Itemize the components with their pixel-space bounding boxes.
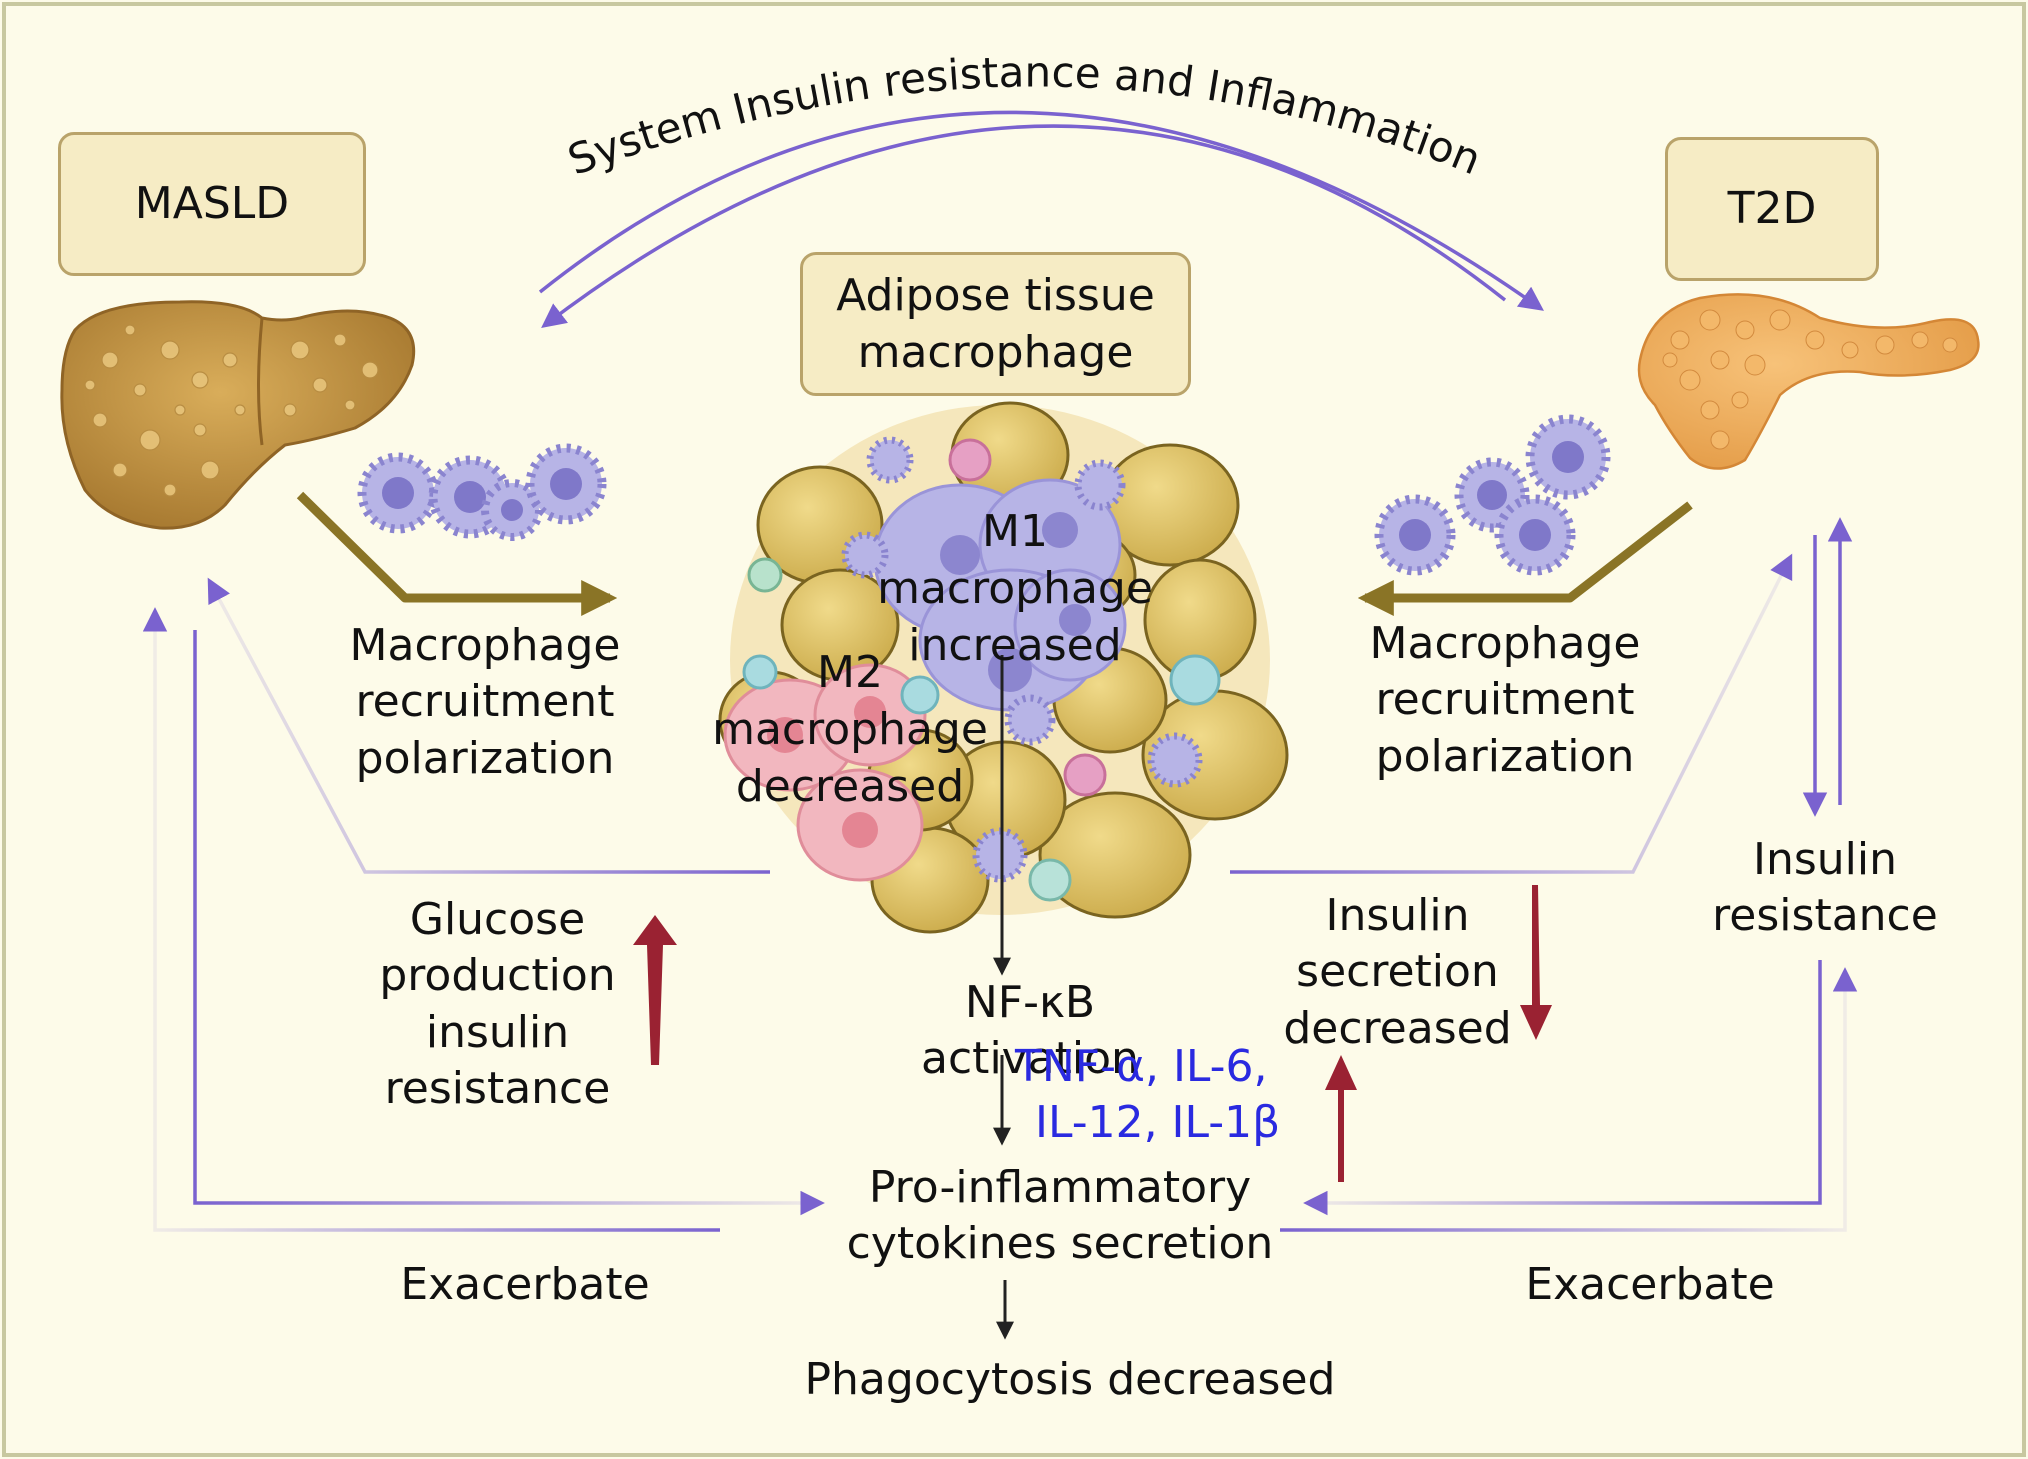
insulin-secretion-label: Insulin secretion decreased [1265, 888, 1530, 1057]
adipose-label-line2: macrophage [857, 327, 1134, 378]
m2-line2: macrophage [712, 704, 988, 756]
exacerbate-right-label: Exacerbate [1505, 1257, 1795, 1313]
left-recruit-line2: recruitment [355, 676, 615, 728]
m2-line1: M2 [817, 647, 883, 698]
macrophage-cluster-left [357, 443, 607, 541]
glucose-line4: resistance [384, 1062, 611, 1114]
masld-box: MASLD [58, 132, 366, 276]
left-exacerbate-arrow-outer [142, 607, 720, 1232]
right-recruit-line1: Macrophage [1369, 618, 1641, 669]
right-exacerbate-arrow-inner [1303, 960, 1822, 1216]
glucose-production-label: Glucose production insulin resistance [355, 892, 640, 1117]
glucose-up-arrow [633, 915, 677, 1065]
insulin-secretion-line3: decreased [1283, 1002, 1512, 1054]
recruit-arrow-right [1357, 501, 1693, 616]
right-diagonal-arrow [1230, 553, 1793, 874]
proinflam-line2: cytokines secretion [846, 1218, 1274, 1270]
glucose-line3: insulin [425, 1006, 570, 1058]
m1-label: M1 macrophage increased [860, 503, 1170, 675]
left-recruit-line3: polarization [355, 732, 615, 784]
cytokine-line2: IL-12, IL-1β [1035, 1097, 1281, 1149]
m2-label: M2 macrophage decreased [700, 644, 1000, 816]
proinflammatory-label: Pro-inflammatory cytokines secretion [840, 1160, 1280, 1273]
left-recruitment-label: Macrophage recruitment polarization [330, 618, 640, 787]
top-arc-left-arrow [541, 124, 1507, 328]
liver-illustration [60, 300, 416, 530]
macrophage-cluster-right [1374, 414, 1611, 576]
m1-line1: M1 [982, 506, 1048, 557]
nfkb-text: NF-κB activation [921, 977, 1139, 1085]
insulin-resistance-line1: Insulin [1752, 834, 1897, 885]
right-recruitment-label: Macrophage recruitment polarization [1350, 616, 1660, 785]
left-exacerbate-arrow-inner [193, 630, 825, 1216]
cytokine-list: TNF-α, IL-6, IL-12, IL-1β [1015, 1039, 1285, 1152]
right-exacerbate-arrow-outer [1280, 967, 1858, 1232]
left-recruit-line1: Macrophage [349, 620, 621, 671]
recruit-arrow-left [296, 491, 618, 616]
m1-line2: macrophage [877, 563, 1153, 615]
proinflam-line1: Pro-inflammatory [868, 1162, 1252, 1213]
exacerbate-right-text: Exacerbate [1525, 1259, 1775, 1310]
t2d-label: T2D [1727, 183, 1817, 235]
phago-text: Phagocytosis decreased [804, 1354, 1336, 1405]
m2-line3: decreased [735, 761, 965, 813]
cytokine-line1: TNF-α, IL-6, [1015, 1041, 1268, 1092]
t2d-box: T2D [1665, 137, 1879, 281]
right-recruit-line3: polarization [1375, 730, 1635, 782]
insulin-secretion-down-arrow [1520, 885, 1552, 1040]
right-recruit-line2: recruitment [1375, 674, 1635, 726]
insulin-secretion-line1: Insulin [1325, 890, 1470, 941]
glucose-line1: Glucose [409, 894, 586, 945]
m1-line3: increased [908, 620, 1122, 672]
adipose-macrophage-box: Adipose tissue macrophage [800, 252, 1191, 396]
exacerbate-left-text: Exacerbate [400, 1259, 650, 1310]
adipose-tissue-cluster [718, 401, 1289, 934]
top-arc-right-arrow [538, 110, 1544, 311]
insulin-resistance-line2: resistance [1712, 890, 1938, 942]
exacerbate-left-label: Exacerbate [380, 1257, 670, 1313]
proinflam-up-arrow [1325, 1055, 1357, 1182]
nfkb-activation-label: NF-κB activation [850, 975, 1210, 1088]
pancreas-illustration [1637, 293, 1980, 470]
left-diagonal-arrow [207, 577, 770, 874]
insulin-secretion-line2: secretion [1296, 946, 1499, 998]
masld-label: MASLD [134, 178, 290, 230]
phagocytosis-label: Phagocytosis decreased [800, 1352, 1340, 1408]
adipose-label-line1: Adipose tissue [836, 269, 1155, 321]
insulin-resistance-label: Insulin resistance [1690, 832, 1960, 945]
glucose-line2: production [379, 950, 616, 1002]
